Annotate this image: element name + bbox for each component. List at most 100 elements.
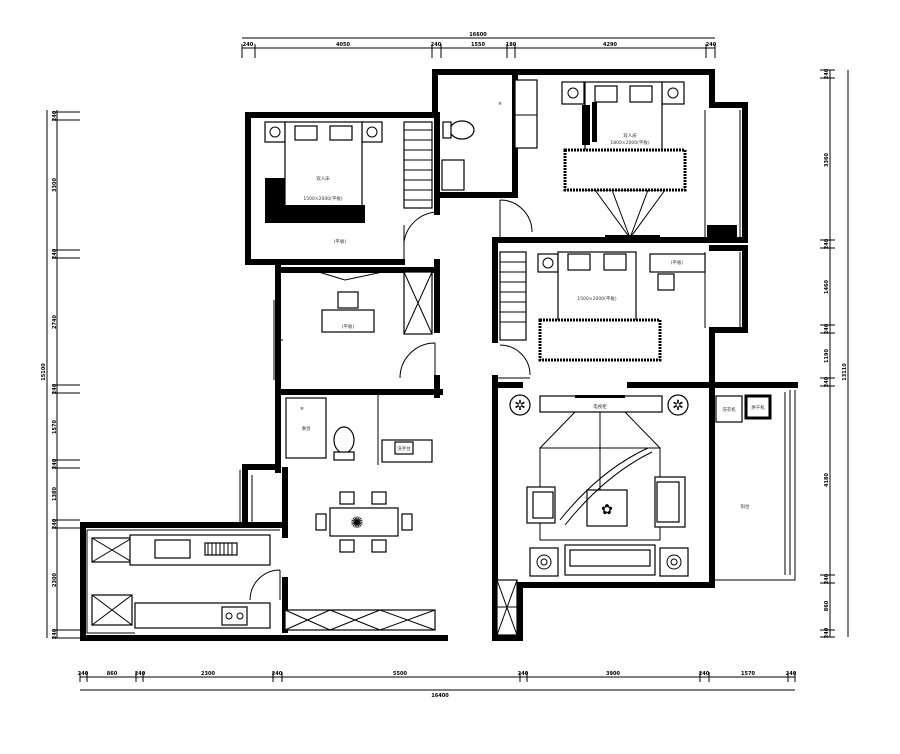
shower-label: 淋浴 xyxy=(302,425,311,432)
counter xyxy=(129,534,271,566)
bedroom-1: 双人床 1500×2000(平板) (平板) xyxy=(264,121,438,262)
dimension-top-segment: 240 xyxy=(706,42,717,48)
basin-label: 洗手台 xyxy=(397,445,411,452)
master-bedroom: 双人床 1800×2000(平板) xyxy=(561,81,737,240)
rug xyxy=(563,148,687,192)
door-swing xyxy=(399,342,436,379)
dimension-right-segment: 240 xyxy=(824,627,830,638)
dimension-bottom-segment: 860 xyxy=(107,671,118,677)
shower xyxy=(285,397,327,459)
dining-room: ✺ xyxy=(284,491,436,631)
dimension-right-segment: 240 xyxy=(824,573,830,584)
balcony: 洗衣机 烘干机 阳台 xyxy=(715,394,772,510)
nightstand xyxy=(264,121,286,143)
desk xyxy=(321,309,375,333)
rug xyxy=(538,318,662,362)
dimension-left-segment: 240 xyxy=(52,628,58,639)
dimension-top-segment: 4290 xyxy=(603,42,617,48)
dimension-left-segment: 240 xyxy=(52,110,58,121)
dimension-left-segment: 2300 xyxy=(52,573,58,587)
coffee-table xyxy=(586,489,628,527)
dryer xyxy=(744,394,772,420)
dimension-left-segment: 2740 xyxy=(52,315,58,329)
dimension-bottom-segment: 240 xyxy=(135,671,146,677)
nightstand xyxy=(361,121,383,143)
dimension-right-segment: 240 xyxy=(824,323,830,334)
dim-top-total: 16600 xyxy=(469,32,487,38)
tv-label: 电视柜 xyxy=(593,403,607,410)
dimension-bottom-segment: 240 xyxy=(272,671,283,677)
dimension-left-segment: 240 xyxy=(52,518,58,529)
desk-label: (平板) xyxy=(671,259,684,266)
toilet xyxy=(333,426,355,454)
dim-left-total: 15100 xyxy=(41,363,47,381)
dim-right-total: 13110 xyxy=(842,363,848,381)
door-swing xyxy=(495,344,531,379)
stove xyxy=(204,542,238,556)
dryer-label: 烘干机 xyxy=(751,404,765,411)
dimension-right-segment: 240 xyxy=(824,376,830,387)
centerpiece-icon: ✺ xyxy=(350,513,363,532)
dimension-top-segment: 4050 xyxy=(336,42,350,48)
dimension-left-segment: 3300 xyxy=(52,178,58,192)
dimension-right-segment: 1460 xyxy=(824,280,830,294)
sink xyxy=(441,159,465,191)
door-swing xyxy=(403,211,438,262)
dimension-right-segment: 3360 xyxy=(824,153,830,167)
sink xyxy=(154,539,191,559)
dimension-left-segment: 1380 xyxy=(52,487,58,501)
dimension-bottom-segment: 240 xyxy=(518,671,529,677)
bedroom-2: (平板) 1500×2000(平板) xyxy=(495,251,706,379)
walls xyxy=(80,69,798,641)
dimension-top-segment: 240 xyxy=(243,42,254,48)
washer xyxy=(715,395,743,423)
centerpiece-icon: ✿ xyxy=(601,502,613,518)
dim-bottom-total: 16400 xyxy=(431,693,449,699)
living-room: ✲ ✲ 电视柜 ✿ xyxy=(496,394,689,636)
bed-label: 双人床 xyxy=(316,175,330,182)
study: (平板) xyxy=(311,269,436,379)
dimension-left-segment: 1570 xyxy=(52,420,58,434)
desk-label: (平板) xyxy=(342,323,355,330)
dimension-bottom-segment: 240 xyxy=(699,671,710,677)
bathroom-2: 淋浴 洗手台 ✲ xyxy=(285,395,433,465)
dimension-bottom-segment: 1570 xyxy=(741,671,755,677)
plant-icon: ✲ xyxy=(672,398,684,414)
counter xyxy=(134,602,271,629)
cabinet xyxy=(284,609,436,631)
dimension-right-segment: 860 xyxy=(824,600,830,611)
bed-label: 双人床 xyxy=(623,132,637,139)
door-swing xyxy=(249,569,281,601)
door-swing xyxy=(499,199,533,240)
bed-size: 1800×2000(平板) xyxy=(610,139,649,146)
dimension-right-segment: 240 xyxy=(824,238,830,249)
bathroom-1: ✲ xyxy=(441,79,538,240)
dimension-top-segment: 240 xyxy=(431,42,442,48)
bed-size: 1500×2000(平板) xyxy=(303,195,342,202)
plant-icon: ✲ xyxy=(300,406,304,412)
toilet xyxy=(449,120,475,140)
dimension-top-segment: 1550 xyxy=(471,42,485,48)
dimension-bottom-segment: 3900 xyxy=(606,671,620,677)
washer-label: 洗衣机 xyxy=(722,406,736,413)
kitchen xyxy=(91,534,281,629)
dimension-top-segment: 180 xyxy=(506,42,517,48)
dimension-bottom-segment: 2300 xyxy=(201,671,215,677)
cooktop xyxy=(221,606,248,626)
balcony-label: 阳台 xyxy=(741,503,750,510)
dimension-left-segment: 240 xyxy=(52,458,58,469)
desk xyxy=(649,253,706,273)
dimension-right-segment: 1190 xyxy=(824,349,830,363)
dining-table xyxy=(329,507,399,537)
room-label: (平板) xyxy=(334,238,347,245)
dimension-right-segment: 240 xyxy=(824,68,830,79)
dimension-bottom-segment: 240 xyxy=(786,671,797,677)
dimension-lines: 16600 16400 15100 13110 240 4050 240 1550 18… xyxy=(41,32,849,699)
bed-size: 1500×2000(平板) xyxy=(577,295,616,302)
dimension-bottom-segment: 240 xyxy=(78,671,89,677)
dimension-left-segment: 240 xyxy=(52,383,58,394)
wardrobe xyxy=(499,251,527,341)
dimension-bottom-segment: 5500 xyxy=(393,671,407,677)
plant-icon: ✲ xyxy=(498,101,502,107)
dimension-right-segment: 4180 xyxy=(824,473,830,487)
